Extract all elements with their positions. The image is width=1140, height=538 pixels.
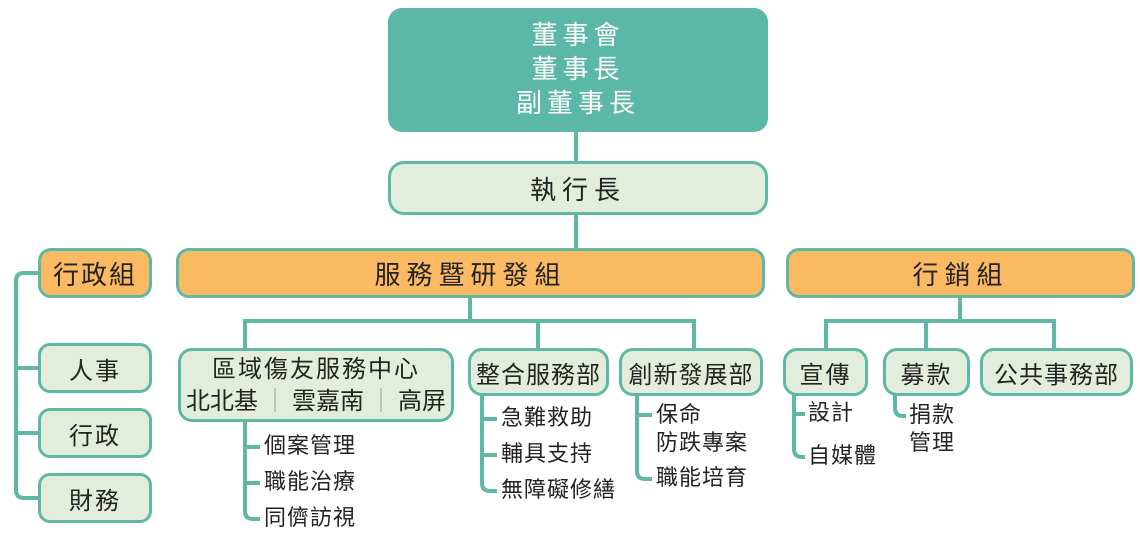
leaf-assistive-device-support: 輔具支持: [501, 442, 594, 467]
leaf-self-media: 自媒體: [808, 444, 878, 469]
connector-fundraising-elbow: [893, 394, 906, 418]
fundraising-title: 募款: [900, 360, 953, 389]
integrated-services-title: 整合服務部: [476, 360, 601, 389]
box-finance: 財務: [38, 473, 152, 523]
leaf-emergency-relief: 急難救助: [501, 406, 594, 431]
group-service-label: 服務暨研發組: [374, 260, 567, 291]
group-service-box: 服務暨研發組: [176, 248, 765, 298]
box-public-affairs: 公共事務部: [980, 348, 1133, 396]
leaf-skills-cultivation: 職能培育: [656, 466, 749, 491]
ceo-box: 執行長: [388, 161, 768, 215]
box-integrated-services: 整合服務部: [468, 348, 609, 396]
group-marketing-box: 行銷組: [786, 248, 1135, 298]
connector-promo-spine: [792, 394, 805, 459]
board-line-3: 副董事長: [515, 89, 640, 119]
board-line-2: 董事長: [531, 55, 625, 85]
box-innovation-dev: 創新發展部: [619, 348, 763, 396]
box-hr: 人事: [38, 343, 152, 393]
box-hr-label: 人事: [69, 356, 121, 385]
regional-region-1: 北北基: [186, 387, 258, 415]
connector-admin-bracket: [14, 271, 40, 500]
box-admin-affairs-label: 行政: [69, 421, 121, 450]
regional-region-3: 高屏: [398, 387, 446, 415]
board-box: 董事會 董事長 副董事長: [388, 8, 768, 132]
leaf-accessibility-renovation: 無障礙修繕: [501, 478, 617, 503]
group-admin-box: 行政組: [38, 248, 152, 298]
innovation-dev-title: 創新發展部: [628, 360, 754, 389]
leaf-design: 設計: [808, 401, 855, 426]
board-line-1: 董事會: [531, 21, 625, 51]
region-separator: ｜: [263, 387, 287, 415]
group-admin-label: 行政組: [52, 260, 137, 291]
regional-center-title: 區域傷友服務中心: [212, 355, 420, 383]
box-finance-label: 財務: [69, 486, 121, 515]
connector-innovation-spine: [635, 394, 652, 481]
box-promotion: 宣傳: [783, 348, 868, 396]
regional-center-subtitle: 北北基｜雲嘉南｜高屏: [186, 385, 446, 417]
box-admin-affairs: 行政: [38, 408, 152, 458]
region-separator: ｜: [369, 387, 393, 415]
public-affairs-title: 公共事務部: [994, 360, 1119, 389]
leaf-peer-visit: 同儕訪視: [264, 506, 357, 531]
connector-regional-spine: [243, 420, 260, 521]
promotion-title: 宣傳: [799, 360, 852, 389]
regional-region-2: 雲嘉南: [292, 387, 364, 415]
leaf-occupational-therapy: 職能治療: [264, 470, 357, 495]
leaf-case-management: 個案管理: [264, 434, 357, 459]
connector-integrated-spine: [480, 394, 497, 493]
leaf-donation-management: 捐款 管理: [909, 403, 956, 456]
connector-marketing-rail: [824, 319, 1056, 350]
box-fundraising: 募款: [883, 348, 970, 396]
leaf-fall-prevention-project: 保命 防跌專案: [656, 403, 749, 456]
connector-service-rail: [243, 319, 696, 350]
group-marketing-label: 行銷組: [912, 260, 1009, 291]
ceo-label: 執行長: [529, 175, 626, 206]
box-regional-center: 區域傷友服務中心 北北基｜雲嘉南｜高屏: [178, 348, 454, 422]
